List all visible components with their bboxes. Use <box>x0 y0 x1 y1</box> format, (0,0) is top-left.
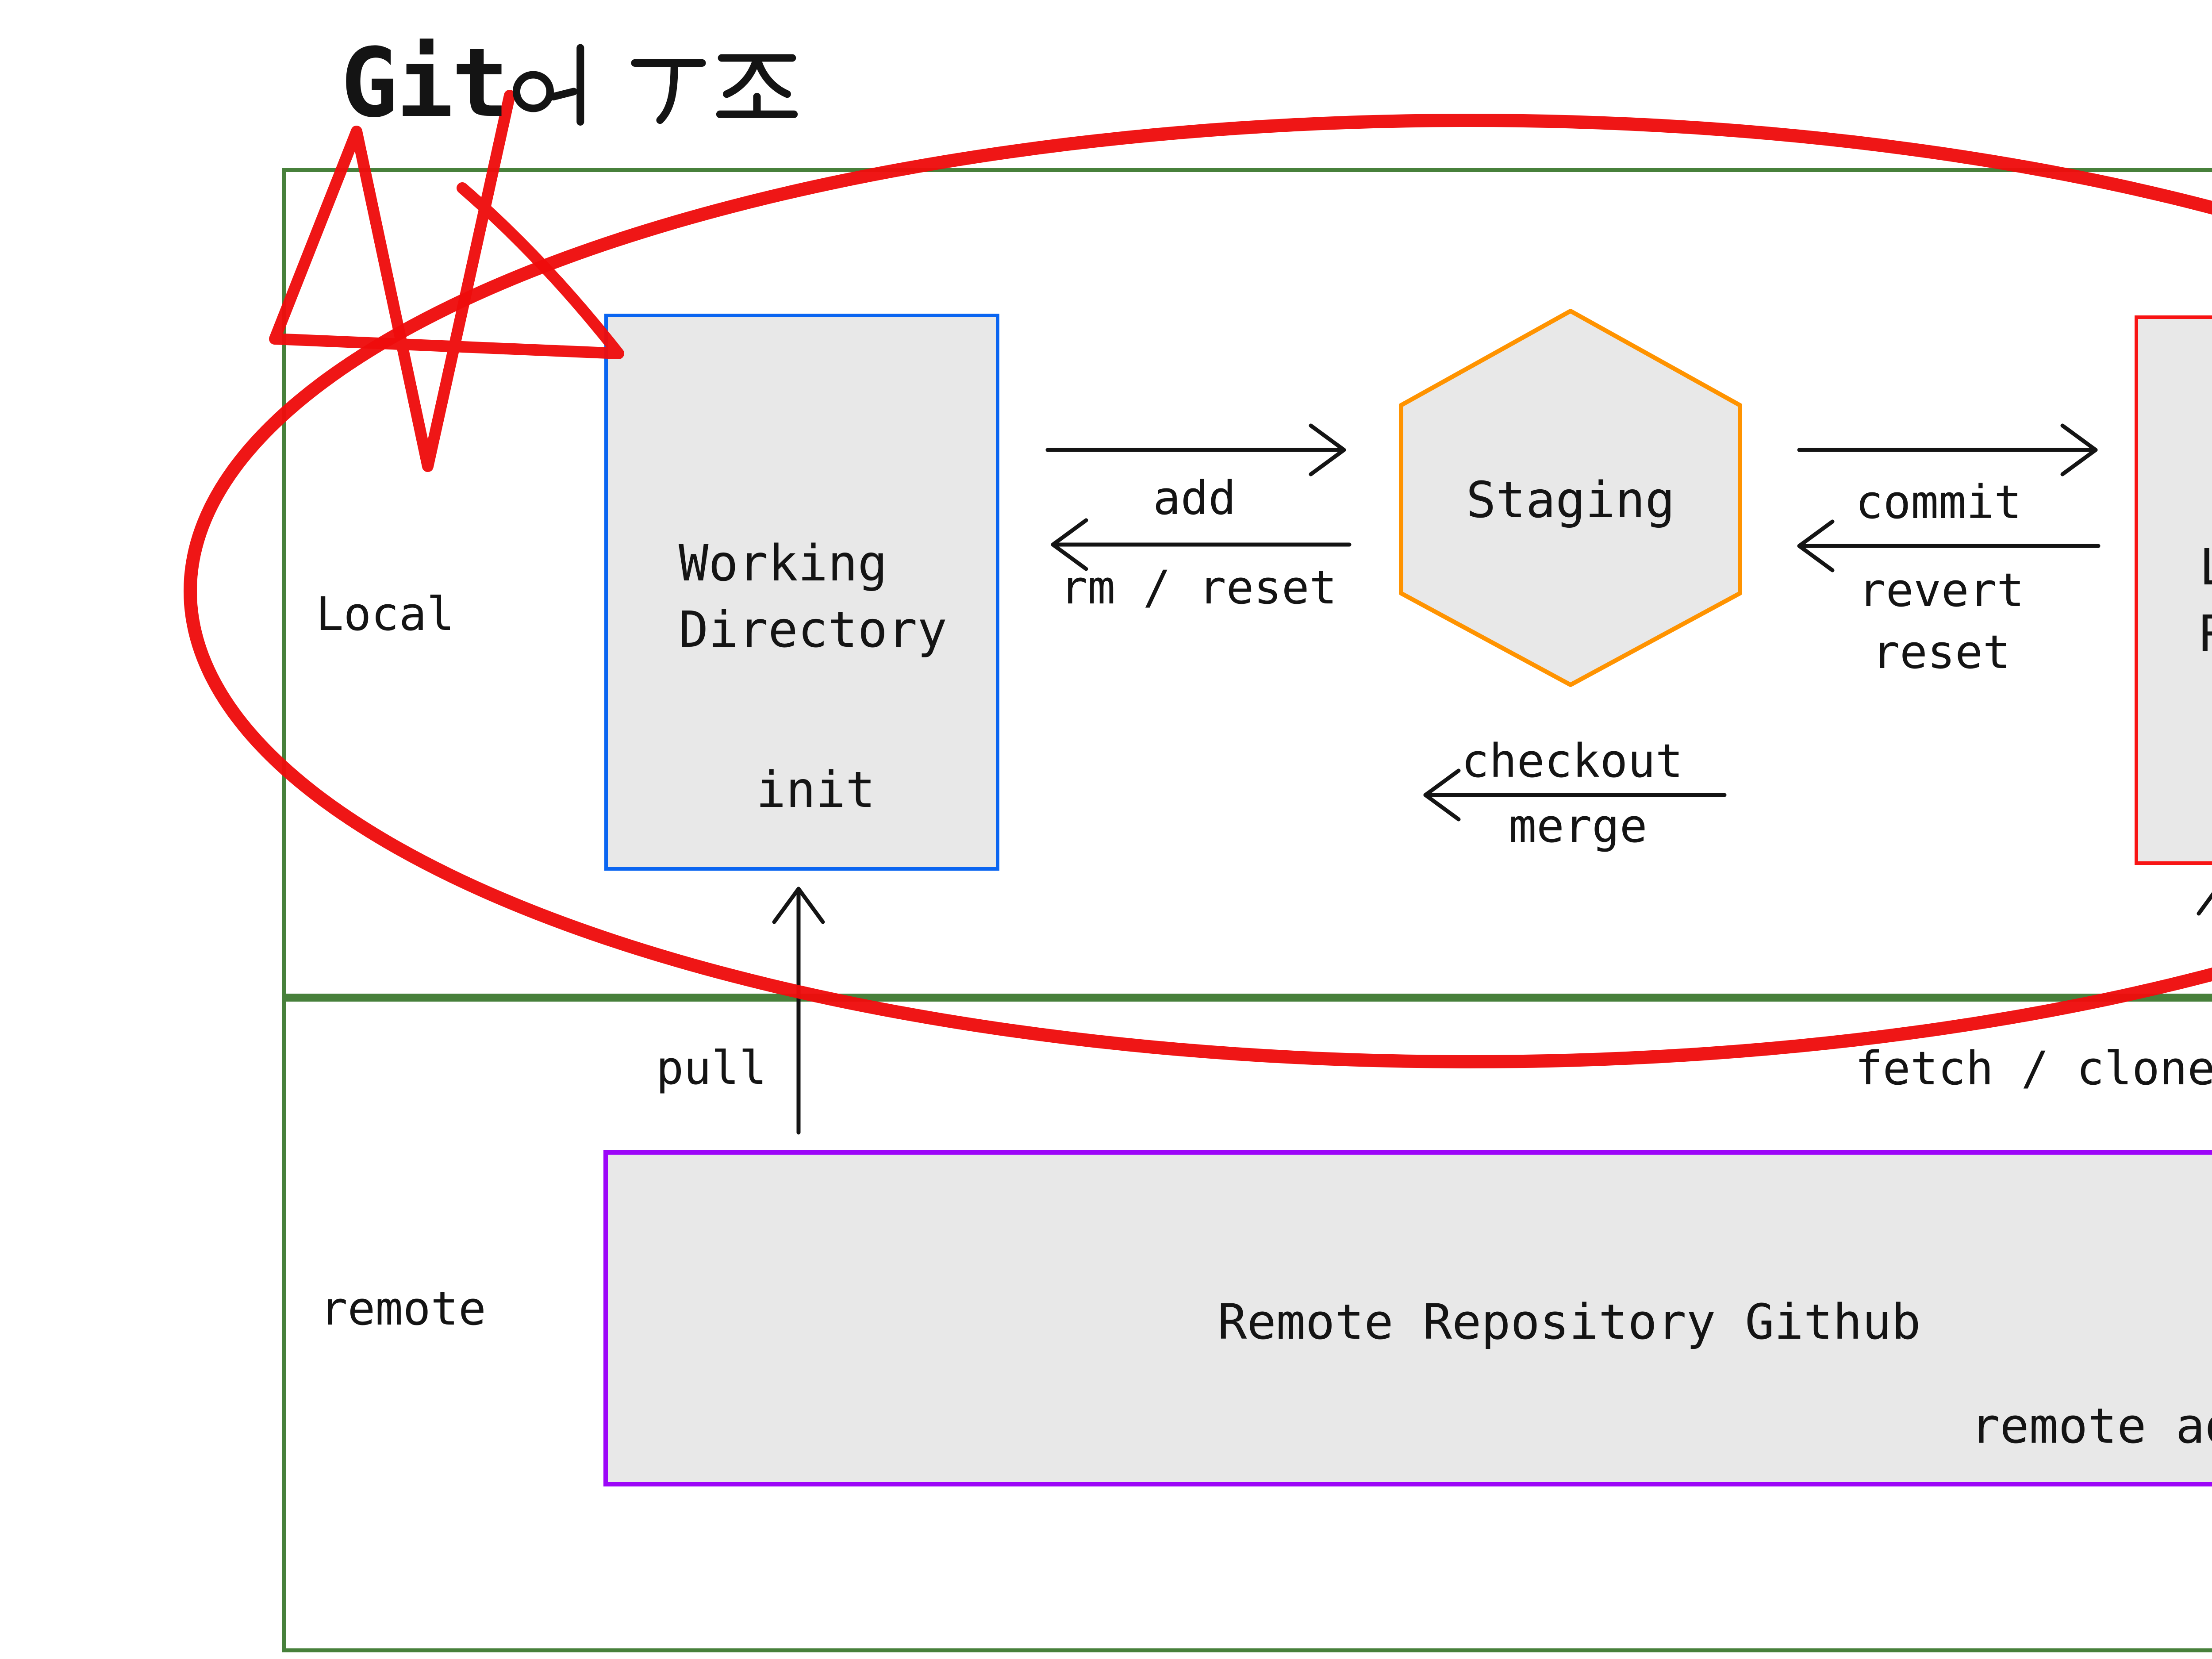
local-zone-rect <box>282 168 2212 998</box>
node-working-directory: Working Directory init <box>604 314 999 871</box>
remote-zone-label: remote <box>320 1282 486 1336</box>
arrow-label-pull: pull <box>656 1041 767 1095</box>
local-zone-label: Local <box>316 587 455 641</box>
arrow-label-add: add <box>1153 471 1236 525</box>
working-directory-label-line2: Directory <box>679 601 947 659</box>
title-hangul-gu-glyph <box>626 39 710 127</box>
arrow-revert-reset <box>1797 519 2101 572</box>
working-directory-label-line1: Working <box>679 535 888 592</box>
title-hangul-ui-glyph <box>511 39 595 127</box>
working-directory-init-note: init <box>756 761 876 819</box>
red-marker-star <box>269 90 624 472</box>
arrow-fetch-clone <box>2197 892 2212 916</box>
arrow-checkout-merge <box>1423 768 1727 822</box>
node-local-repository: Local Repository <box>2135 315 2212 865</box>
remote-add-origin-note: remote add origin <box>1970 1398 2212 1454</box>
page-title: Git <box>341 35 799 131</box>
title-hangul-jo-glyph <box>715 39 799 127</box>
staging-label: Staging <box>1466 472 1675 529</box>
arrow-pull <box>772 887 825 1135</box>
remote-repository-label: Remote Repository Github <box>1217 1294 1921 1350</box>
arrow-label-commit: commit <box>1855 475 2022 529</box>
node-remote-repository: Remote Repository Github remote add orig… <box>603 1150 2212 1486</box>
local-repository-label-line1: Local <box>2199 534 2212 601</box>
staging-hexagon-shape <box>1399 309 1742 687</box>
arrow-label-reset: reset <box>1872 625 2011 679</box>
arrow-label-merge: merge <box>1509 799 1647 853</box>
local-repository-label-line2: Repository <box>2199 601 2212 667</box>
arrow-label-fetch-clone: fetch / clone <box>1855 1041 2212 1095</box>
arrow-rm-reset <box>1051 518 1352 571</box>
arrow-commit <box>1797 423 2098 476</box>
arrow-label-rm-reset: rm / reset <box>1060 561 1337 614</box>
red-marker-ellipse <box>184 114 2212 1068</box>
arrow-label-revert: revert <box>1858 563 2024 617</box>
arrow-add <box>1045 423 1346 476</box>
arrow-label-checkout: checkout <box>1461 734 1683 788</box>
page-title-latin: Git <box>341 27 509 138</box>
remote-zone-rect <box>282 998 2212 1652</box>
